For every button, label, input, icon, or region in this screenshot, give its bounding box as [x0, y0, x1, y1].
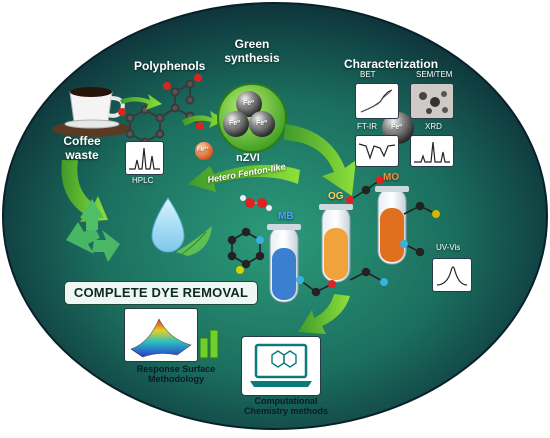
rsm-bars-icon: [199, 329, 219, 359]
fe0-label-left: Fe⁰: [229, 120, 241, 127]
ftir-panel: [355, 135, 399, 167]
mo-label: MO: [383, 172, 400, 183]
fe3-label: Fe³⁺: [197, 147, 210, 153]
water-drop-leaf-icon: [151, 197, 212, 256]
polyphenols-label: Polyphenols: [134, 59, 206, 73]
laptop-molecule-icon: [250, 343, 312, 387]
sem-image-icon: [419, 91, 448, 114]
laptop-panel: [241, 336, 321, 396]
h2o2-molecule-icon: [240, 195, 272, 211]
recycle-icon: [66, 199, 120, 262]
nzvi-label: nZVI: [236, 152, 260, 164]
test-tube-mo: [375, 186, 409, 265]
uv-vis-panel: [432, 258, 472, 292]
bet-isotherm-icon: [360, 89, 393, 113]
og-label: OG: [328, 191, 344, 202]
rsm-label: Response Surface Methodology: [136, 364, 216, 385]
rsm-panel: [124, 308, 198, 362]
green-synthesis-label: Green synthesis: [224, 37, 280, 65]
fe3-ion-icon: [195, 142, 213, 160]
comp-chem-label: Computational Chemistry methods: [243, 396, 329, 417]
arrow-nzvi-to-tubes: [284, 124, 356, 196]
hplc-chromatogram-icon: [129, 147, 160, 170]
ftir-label: FT-IR: [357, 122, 377, 131]
arrow-tubes-to-comp-chem: [298, 294, 350, 334]
arrow-coffee-to-polyphenols: [120, 94, 162, 110]
uv-vis-label: UV-Vis: [436, 243, 461, 252]
uv-vis-spectrum-icon: [436, 266, 468, 286]
mb-label: MB: [278, 211, 294, 222]
coffee-waste-label: Coffee waste: [63, 134, 101, 162]
arrow-hetero-fenton: [188, 164, 300, 192]
fe0-label-top: Fe⁰: [243, 100, 255, 107]
sem-tem-panel: [410, 83, 454, 119]
response-surface-icon: [130, 318, 192, 358]
complete-dye-removal-title: COMPLETE DYE REMOVAL: [64, 281, 258, 305]
hplc-label: HPLC: [132, 176, 154, 185]
xrd-panel: [410, 135, 454, 167]
sem-tem-label: SEM/TEM: [416, 70, 453, 79]
arrow-polyphenols-to-nzvi: [182, 111, 226, 128]
fe0-label-char: Fe⁰: [391, 124, 403, 131]
coffee-cup-icon: [52, 87, 132, 137]
hplc-panel: [125, 141, 164, 175]
ftir-spectrum-icon: [358, 143, 396, 160]
test-tube-mb: [267, 224, 301, 303]
bet-label: BET: [360, 70, 376, 79]
dye-molecules-icon: [227, 176, 440, 297]
xrd-label: XRD: [425, 122, 442, 131]
xrd-pattern-icon: [414, 141, 450, 163]
fe0-label-right: Fe⁰: [256, 120, 268, 127]
nzvi-particle-icon: [217, 83, 287, 153]
bet-panel: [355, 83, 399, 119]
characterization-label: Characterization: [344, 57, 439, 71]
test-tube-og: [319, 204, 353, 283]
